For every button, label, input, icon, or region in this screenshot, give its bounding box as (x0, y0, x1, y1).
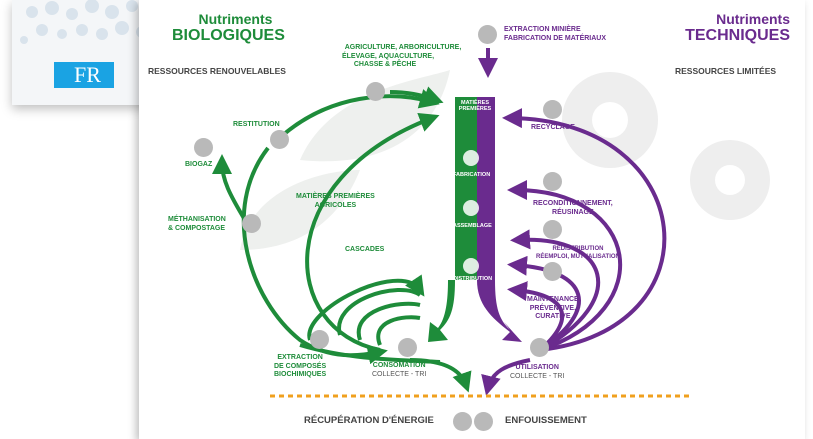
bag-icon (398, 338, 417, 357)
label-maintenance: MAINTENANCE PRÉVENTIVE, CURATIVE (527, 296, 579, 322)
gear-decoration (562, 72, 770, 220)
label-utilisation-line2: COLLECTE - TRI (510, 372, 565, 380)
stem-label-assemblage: ASSEMBLAGE (453, 223, 492, 229)
label-reconditionnement-line2: RÉUSINAGE (552, 208, 594, 216)
label-maintenance-line3: CURATIVE (535, 313, 571, 320)
right-title-line2: TECHNIQUES (685, 27, 790, 45)
label-consommation-line2: COLLECTE - TRI (372, 370, 427, 378)
label-agriculture-line2: ÉLEVAGE, AQUACULTURE, (341, 52, 435, 60)
hardhat-icon (543, 172, 562, 191)
label-redistribution: REDISTRIBUTION RÉEMPLOI, MUTUALISATION (536, 245, 620, 261)
wrench-icon (543, 262, 562, 281)
raw-material-icon (462, 80, 478, 96)
stem-label-matieres-line2: PREMIÈRES (458, 106, 492, 112)
flame-icon (194, 138, 213, 157)
label-extraction-miniere: EXTRACTION MINIÈRE FABRICATION DE MATÉRI… (504, 26, 606, 43)
label-redistribution-line1: REDISTRIBUTION (552, 246, 604, 252)
right-title-line1: Nutriments (716, 11, 790, 27)
share-icon (543, 220, 562, 239)
label-matieres-agricoles: MATIÈRES PREMIÈRES AGRICOLES (296, 193, 375, 210)
label-matieres-agricoles-line2: AGRICOLES (314, 201, 357, 209)
label-reconditionnement-line1: RECONDITIONNEMENT, (533, 200, 613, 207)
tools-icon (463, 200, 479, 216)
label-matieres-agricoles-line1: MATIÈRES PREMIÈRES (296, 193, 375, 200)
label-recuperation-energie: RÉCUPÉRATION D'ÉNERGIE (304, 415, 434, 426)
right-title: Nutriments TECHNIQUES (682, 11, 790, 45)
label-redistribution-line2: RÉEMPLOI, MUTUALISATION (536, 254, 620, 260)
energy-flame-icon (453, 412, 472, 431)
label-agriculture-line1: AGRICULTURE, ARBORICULTURE, (344, 44, 462, 51)
green-flows (212, 86, 472, 393)
label-agriculture-line3: CHASSE & PÊCHE (353, 61, 417, 68)
label-consommation-line1: CONSOMATION (372, 362, 426, 369)
flask-icon (310, 330, 329, 349)
purple-flows (481, 108, 667, 396)
label-utilisation: UTILISATION COLLECTE - TRI (510, 364, 564, 381)
label-maintenance-line2: PRÉVENTIVE, (529, 304, 577, 312)
label-biogaz: BIOGAZ (185, 161, 213, 168)
label-cascades: CASCADES (345, 246, 385, 253)
label-recyclage: RECYCLAGE (531, 124, 575, 131)
left-title-line2: BIOLOGIQUES (172, 27, 285, 45)
central-stem (428, 97, 522, 342)
label-consommation: CONSOMATION COLLECTE - TRI (372, 362, 426, 379)
factory-icon (463, 150, 479, 166)
hand-icon (530, 338, 549, 357)
label-agriculture: AGRICULTURE, ARBORICULTURE, ÉLEVAGE, AQU… (337, 44, 469, 70)
mine-icon (478, 25, 497, 44)
label-extraction-bio-line1: EXTRACTION (277, 354, 323, 361)
left-subtitle: RESSOURCES RENOUVELABLES (148, 66, 286, 76)
label-utilisation-line1: UTILISATION (515, 364, 559, 371)
left-title: Nutriments BIOLOGIQUES (172, 11, 285, 45)
language-badge[interactable]: FR (54, 62, 114, 88)
label-methanisation-line1: MÉTHANISATION (168, 216, 226, 223)
right-subtitle: RESSOURCES LIMITÉES (675, 66, 777, 76)
stem-label-distribution: DISTRIBUTION (453, 276, 493, 282)
label-reconditionnement: RECONDITIONNEMENT, RÉUSINAGE (533, 200, 613, 217)
stem-label-matieres-line1: MATIÈRES (460, 100, 489, 106)
stem-label-fabrication: FABRICATION (453, 172, 491, 178)
truck-icon (463, 258, 479, 274)
label-enfouissement: ENFOUISSEMENT (505, 415, 587, 426)
label-extraction-miniere-line1: EXTRACTION MINIÈRE (504, 26, 581, 33)
plant-icon (366, 82, 385, 101)
landfill-icon (474, 412, 493, 431)
label-extraction-bio-line2: DE COMPOSÉS (274, 362, 327, 370)
label-methanisation-line2: & COMPOSTAGE (168, 224, 226, 232)
label-extraction-miniere-line2: FABRICATION DE MATÉRIAUX (504, 34, 607, 42)
label-extraction-bio-line3: BIOCHIMIQUES (274, 371, 327, 378)
label-methanisation: MÉTHANISATION & COMPOSTAGE (168, 216, 226, 233)
globe-icon (270, 130, 289, 149)
label-maintenance-line1: MAINTENANCE (527, 296, 579, 303)
compost-icon (242, 214, 261, 233)
label-restitution: RESTITUTION (233, 121, 280, 128)
recycle-icon (543, 100, 562, 119)
left-title-line1: Nutriments (198, 11, 273, 27)
label-extraction-bio: EXTRACTION DE COMPOSÉS BIOCHIMIQUES (274, 354, 326, 380)
stem-label-matieres: MATIÈRES PREMIÈRES (455, 100, 495, 112)
